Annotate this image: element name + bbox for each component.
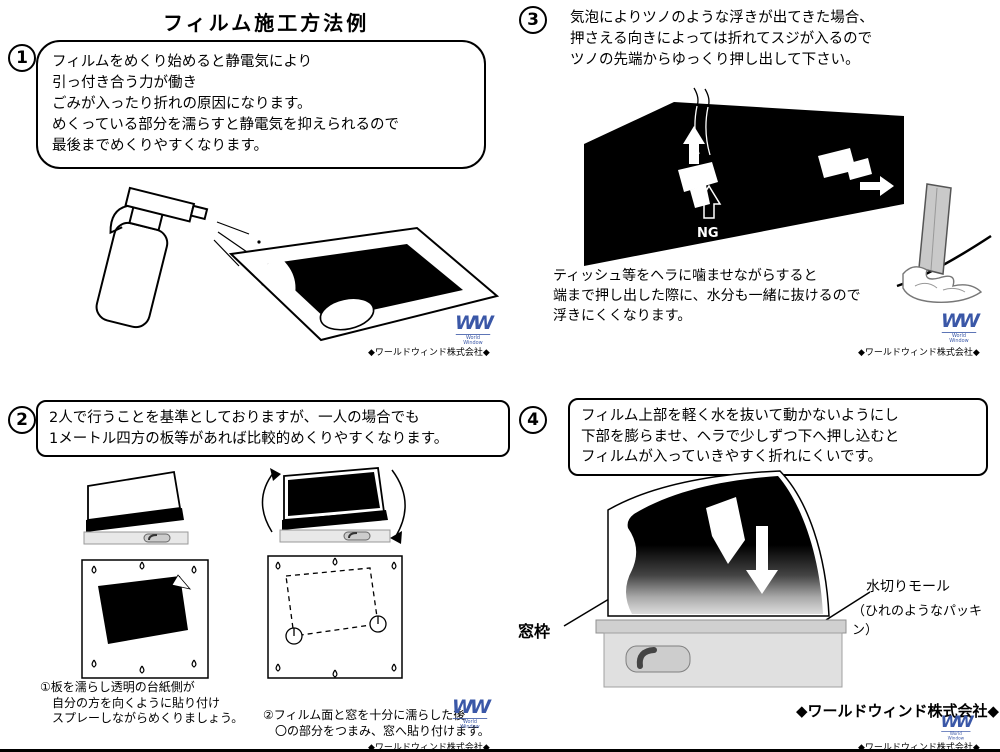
rotate-arrow-icon bbox=[261, 468, 406, 544]
worldwind-logo: WW World Window bbox=[449, 698, 491, 732]
step2-text-box: 2人で行うことを基準としておりますが、一人の場合でも 1メートル四方の板等があれ… bbox=[36, 400, 510, 457]
spray-bottle-icon bbox=[95, 186, 209, 329]
company-watermark: ◆ワールドウィンド株式会社◆ bbox=[858, 743, 980, 752]
step2-caption-right: ②フィルム面と窓を十分に濡らした後 〇の部分をつまみ、窓へ貼り付けます。 bbox=[263, 708, 490, 739]
spray-mist bbox=[213, 221, 250, 267]
caption-line: スプレーしながらめくりましょう。 bbox=[40, 711, 244, 725]
step2-right-illustration bbox=[261, 467, 406, 679]
step1-line: 引っ付き合う力が働き bbox=[52, 75, 197, 91]
caption-line: 自分の方を向くように貼り付け bbox=[40, 695, 221, 710]
squeegee-with-tissue-icon bbox=[902, 183, 983, 303]
droplet-icon bbox=[91, 561, 197, 674]
drip-molding-strip bbox=[595, 619, 847, 634]
worldwind-logo: WW World Window bbox=[938, 714, 974, 743]
pinch-point-icon bbox=[285, 615, 387, 645]
step1-spray-illustration bbox=[95, 186, 500, 342]
backing-board bbox=[81, 559, 209, 679]
step2-line: 1メートル四方の板等があれば比較的めくりやすくなります。 bbox=[49, 430, 449, 447]
step1-number: 1 bbox=[8, 44, 36, 72]
step1-line: めくっている部分を濡らすと静電気を抑えられるので bbox=[52, 117, 399, 133]
step4-number: 4 bbox=[519, 406, 547, 434]
window-film-shape bbox=[584, 102, 904, 266]
page-bottom-rule bbox=[0, 749, 1000, 752]
company-watermark-bold: ◆ワールドウィンド株式会社◆ bbox=[796, 702, 1000, 720]
car-window-icon bbox=[83, 470, 189, 545]
step3-line: 気泡によりツノのような浮きが出てきた場合、 bbox=[570, 10, 874, 26]
step3-text: 気泡によりツノのような浮きが出てきた場合、 押さえる向きによっては折れてスジが入… bbox=[570, 8, 874, 71]
window-frame-label: 窓枠 bbox=[518, 622, 551, 641]
ww-logo-icon: WW bbox=[455, 312, 494, 334]
right-arrow-icon bbox=[860, 176, 894, 196]
squeegee-icon bbox=[706, 497, 745, 564]
step3-note-line: 端まで押し出した際に、水分も一緒に抜けるので bbox=[553, 288, 861, 304]
ww-logo-icon: WW bbox=[940, 712, 974, 731]
molding-pointer-line bbox=[825, 591, 871, 621]
squeegee-icon bbox=[678, 162, 718, 208]
step3-tissue-squeegee-illustration bbox=[896, 183, 992, 303]
droplet-icon bbox=[275, 557, 397, 678]
step1-line: フィルムをめくり始めると静電気により bbox=[52, 54, 313, 70]
car-window-icon bbox=[279, 467, 391, 543]
step3-line: 押さえる向きによっては折れてスジが入るので bbox=[570, 31, 873, 47]
film-board bbox=[228, 226, 500, 342]
caption-line: ②フィルム面と窓を十分に濡らした後 bbox=[263, 708, 466, 722]
hand-icon bbox=[317, 282, 375, 331]
door-handle-icon bbox=[625, 645, 691, 673]
step3-line: ツノの先端からゆっくり押し出して下さい。 bbox=[570, 52, 860, 68]
step4-line: フィルムが入っていきやすく折れにくいです。 bbox=[581, 449, 883, 465]
step3-note-line: ティッシュ等をヘラに噛ませながらすると bbox=[553, 268, 818, 284]
worldwind-logo: WW World Window bbox=[452, 314, 494, 348]
company-watermark: ◆ワールドウィンド株式会社◆ bbox=[368, 743, 490, 752]
step4-text-box: フィルム上部を軽く水を抜いて動かないようにし 下部を膨らませ、ヘラで少しずつ下へ… bbox=[568, 398, 988, 476]
ww-logo-icon: WW bbox=[941, 310, 980, 332]
worldwind-logo: WW World Window bbox=[938, 312, 980, 346]
step2-line: 2人で行うことを基準としておりますが、一人の場合でも bbox=[49, 410, 420, 426]
step4-line: フィルム上部を軽く水を抜いて動かないようにし bbox=[581, 408, 899, 424]
step3-note-line: 浮きにくくなります。 bbox=[553, 308, 692, 324]
step1-line: ごみが入ったり折れの原因になります。 bbox=[52, 96, 312, 112]
caption-line: 〇の部分をつまみ、窓へ貼り付けます。 bbox=[263, 723, 490, 738]
molding-sublabel: （ひれのようなパッキン） bbox=[852, 604, 983, 638]
company-watermark: ◆ワールドウィンド株式会社◆ bbox=[368, 348, 490, 358]
down-arrow-icon bbox=[746, 526, 778, 594]
step2-left-illustration bbox=[81, 470, 209, 679]
ng-label: NG bbox=[697, 226, 719, 241]
company-watermark: ◆ワールドウィンド株式会社◆ bbox=[858, 348, 980, 358]
ng-arrow-icon bbox=[696, 184, 722, 219]
step2-caption-left: ①板を濡らし透明の台紙側が 自分の方を向くように貼り付け スプレーしながらめくり… bbox=[40, 680, 243, 727]
ww-logo-icon: WW bbox=[452, 696, 491, 718]
squeegee-icon bbox=[818, 148, 872, 180]
step1-text-bubble: フィルムをめくり始めると静電気により 引っ付き合う力が働き ごみが入ったり折れの… bbox=[36, 40, 486, 169]
up-arrow-icon bbox=[683, 126, 705, 164]
step1-line: 最後までめくりやすくなります。 bbox=[52, 138, 269, 154]
door-body bbox=[603, 632, 843, 688]
caption-line: ①板を濡らし透明の台紙側が bbox=[40, 680, 195, 694]
step3-window-illustration: NG bbox=[584, 87, 904, 266]
step4-door-illustration bbox=[563, 470, 871, 688]
step4-line: 下部を膨らませ、ヘラで少しずつ下へ押し込むと bbox=[581, 428, 900, 445]
step2-number: 2 bbox=[8, 406, 36, 434]
step3-note: ティッシュ等をヘラに噛ませながらすると 端まで押し出した際に、水分も一緒に抜ける… bbox=[553, 266, 861, 326]
molding-label: 水切りモール bbox=[866, 579, 950, 595]
step3-number: 3 bbox=[519, 6, 547, 34]
page-title: フィルム施工方法例 bbox=[163, 11, 370, 35]
